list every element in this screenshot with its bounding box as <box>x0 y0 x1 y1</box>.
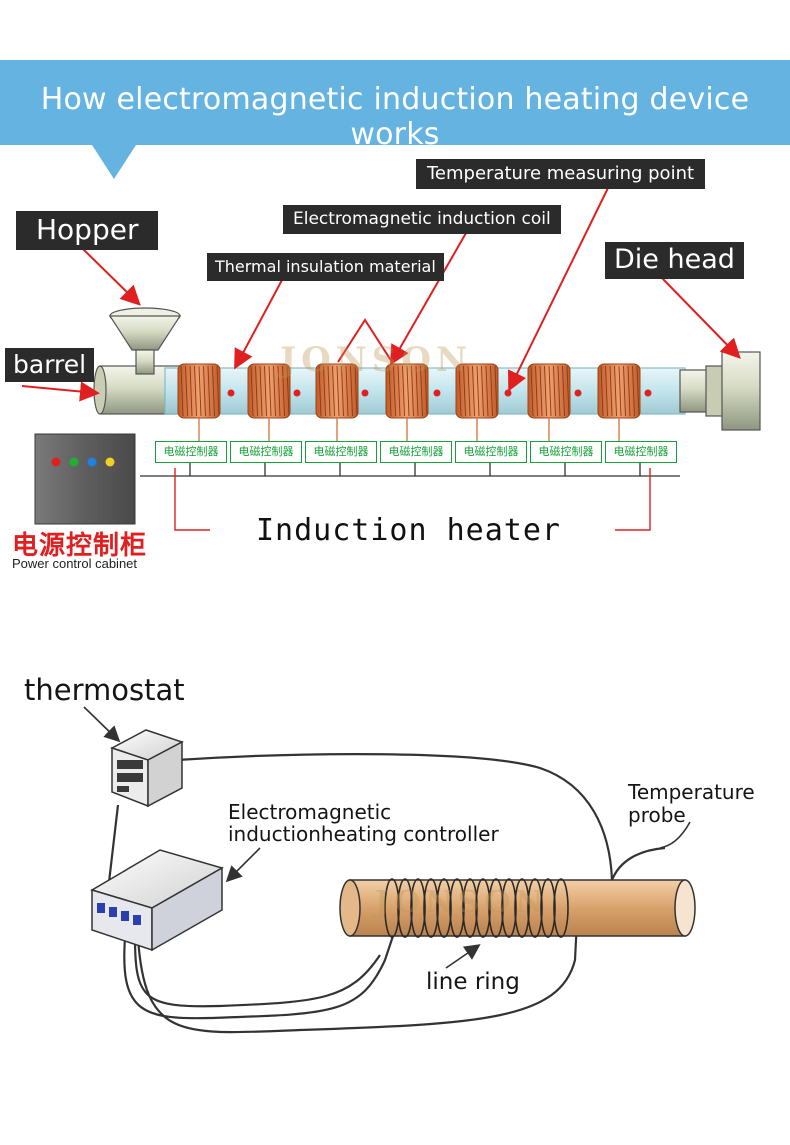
coil-segment <box>455 363 499 441</box>
callout-arrows <box>21 187 741 402</box>
die-head-label: Die head <box>605 242 744 279</box>
ring-turn <box>540 878 556 938</box>
ring-turn <box>384 878 400 938</box>
ring-turn <box>475 878 491 938</box>
thermostat-device <box>110 729 184 808</box>
temperature-point-dot <box>361 389 369 397</box>
induction-controller-device <box>90 849 224 952</box>
coil-segment <box>247 363 291 441</box>
thermal-insulation-label: Thermal insulation material <box>207 253 444 281</box>
probe-label-line2: probe <box>628 803 686 827</box>
coil-segment <box>315 363 359 441</box>
temperature-point-dot <box>504 389 512 397</box>
coil-segment <box>177 363 221 441</box>
induction-coils <box>177 363 641 441</box>
induction-heater-bracket <box>174 468 651 531</box>
controller-bus <box>140 462 680 477</box>
temperature-point-dot <box>644 389 652 397</box>
power-control-cabinet <box>34 433 136 525</box>
controller-box: 电磁控制器 <box>380 441 452 463</box>
hopper-graphic <box>108 307 182 375</box>
page-title: How electromagnetic induction heating de… <box>40 82 750 152</box>
temperature-point-dot <box>574 389 582 397</box>
controller-box: 电磁控制器 <box>230 441 302 463</box>
induction-coil-label: Electromagnetic induction coil <box>283 205 561 234</box>
title-banner <box>0 60 790 145</box>
die-head-graphic <box>679 351 761 431</box>
controller-box: 电磁控制器 <box>455 441 527 463</box>
coil-segment <box>527 363 571 441</box>
ring-turn <box>423 878 439 938</box>
hopper-label: Hopper <box>16 211 159 250</box>
controller-label-line1: Electromagnetic <box>228 800 392 824</box>
line-ring-label: line ring <box>426 969 520 995</box>
induction-heater-label: Induction heater <box>256 513 561 548</box>
line-ring-coil <box>384 878 569 938</box>
controller-box: 电磁控制器 <box>155 441 227 463</box>
banner-pointer <box>92 145 136 179</box>
probe-label-line1: Temperature <box>628 780 755 804</box>
indicator-green-icon <box>69 457 79 467</box>
cabinet-english-label: Power control cabinet <box>12 556 138 571</box>
barrel-label: barrel <box>5 348 95 382</box>
ring-turn <box>527 878 543 938</box>
ring-turn <box>553 878 569 938</box>
cabinet-chinese-label: 电源控制柜 <box>12 531 148 561</box>
temperature-point-dot <box>433 389 441 397</box>
watermark-bottom: JONSON <box>375 885 548 920</box>
ring-turn <box>410 878 426 938</box>
temperature-point-dot <box>227 389 235 397</box>
controller-box: 电磁控制器 <box>305 441 377 463</box>
thermostat-label: thermostat <box>24 673 185 707</box>
ring-turn <box>397 878 413 938</box>
controller-box: 电磁控制器 <box>605 441 677 463</box>
watermark-top: JONSON <box>280 340 473 380</box>
coil-segment <box>597 363 641 441</box>
indicator-red-icon <box>51 457 61 467</box>
temperature-point-label: Temperature measuring point <box>416 159 706 189</box>
heated-pipe <box>339 879 696 937</box>
bottom-callout-arrows <box>83 706 691 969</box>
temperature-point-dot <box>293 389 301 397</box>
ring-turn <box>514 878 530 938</box>
controller-label-line2: inductionheating controller <box>228 822 499 846</box>
controller-box: 电磁控制器 <box>530 441 602 463</box>
ring-turn <box>449 878 465 938</box>
ring-turn <box>462 878 478 938</box>
ring-turn <box>436 878 452 938</box>
ring-turn <box>501 878 517 938</box>
indicator-yellow-icon <box>105 457 115 467</box>
coil-segment <box>385 363 429 441</box>
indicator-blue-icon <box>87 457 97 467</box>
ring-turn <box>488 878 504 938</box>
